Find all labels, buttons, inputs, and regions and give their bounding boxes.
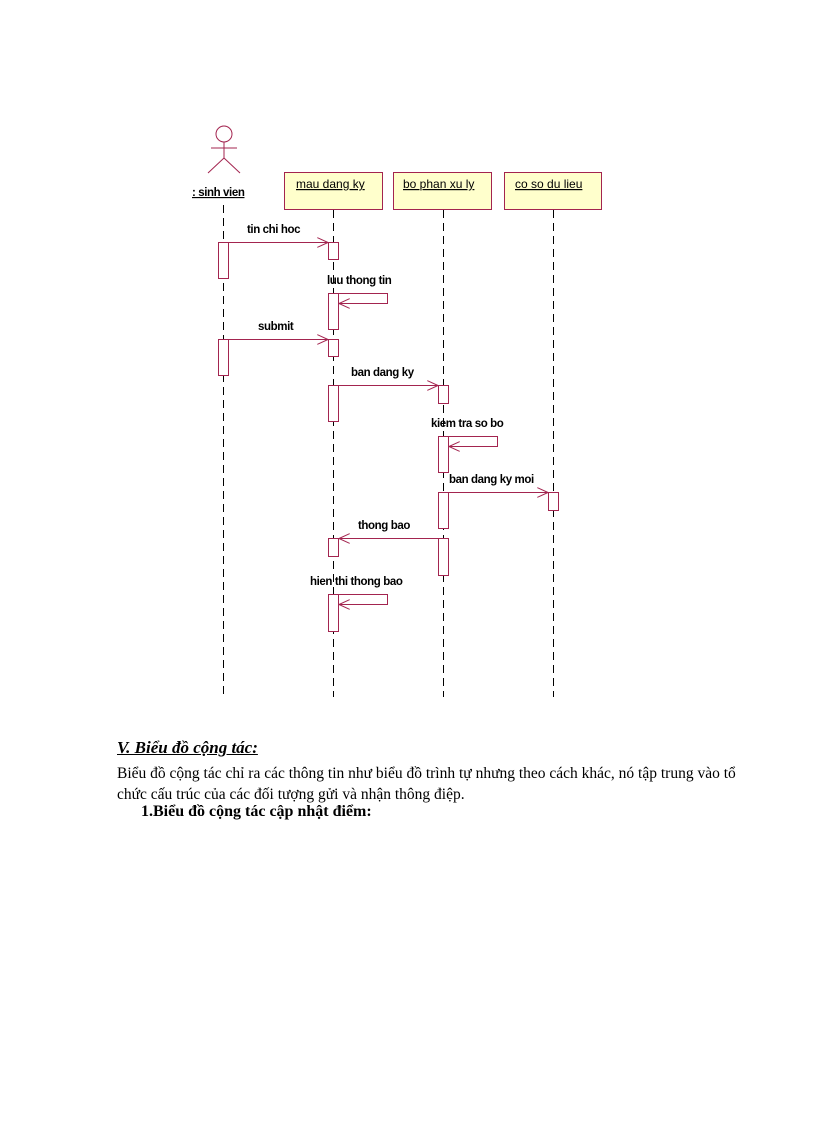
message-label: thong bao	[358, 520, 410, 532]
message-label: kiem tra so bo	[431, 418, 504, 430]
section-paragraph: Biểu đồ cộng tác chỉ ra các thông tin nh…	[117, 765, 736, 803]
message-label: ban dang ky moi	[449, 474, 534, 486]
message-label: tin chi hoc	[247, 224, 301, 236]
object-label: bo phan xu ly	[403, 177, 474, 191]
message-arrows	[228, 243, 549, 605]
object-mau-dang-ky: mau dang ky	[284, 172, 383, 210]
sequence-diagram: : sinh vien mau dang ky bo phan xu ly co…	[192, 125, 602, 697]
activations	[218, 242, 559, 632]
message-label: hien thi thong bao	[310, 576, 403, 588]
object-bo-phan-xu-ly: bo phan xu ly	[393, 172, 492, 210]
object-label: mau dang ky	[296, 177, 365, 191]
message-label: luu thong tin	[327, 275, 392, 287]
object-co-so-du-lieu: co so du lieu	[504, 172, 602, 210]
subsection-heading: 1.Biểu đồ cộng tác cập nhật điểm:	[141, 803, 372, 820]
actor-sinh-vien	[207, 125, 241, 174]
message-label: submit	[258, 321, 294, 333]
section-heading: V. Biểu đồ cộng tác:	[117, 738, 258, 757]
actor-label: : sinh vien	[192, 187, 245, 199]
message-label: ban dang ky	[351, 367, 415, 379]
object-label: co so du lieu	[515, 177, 582, 191]
